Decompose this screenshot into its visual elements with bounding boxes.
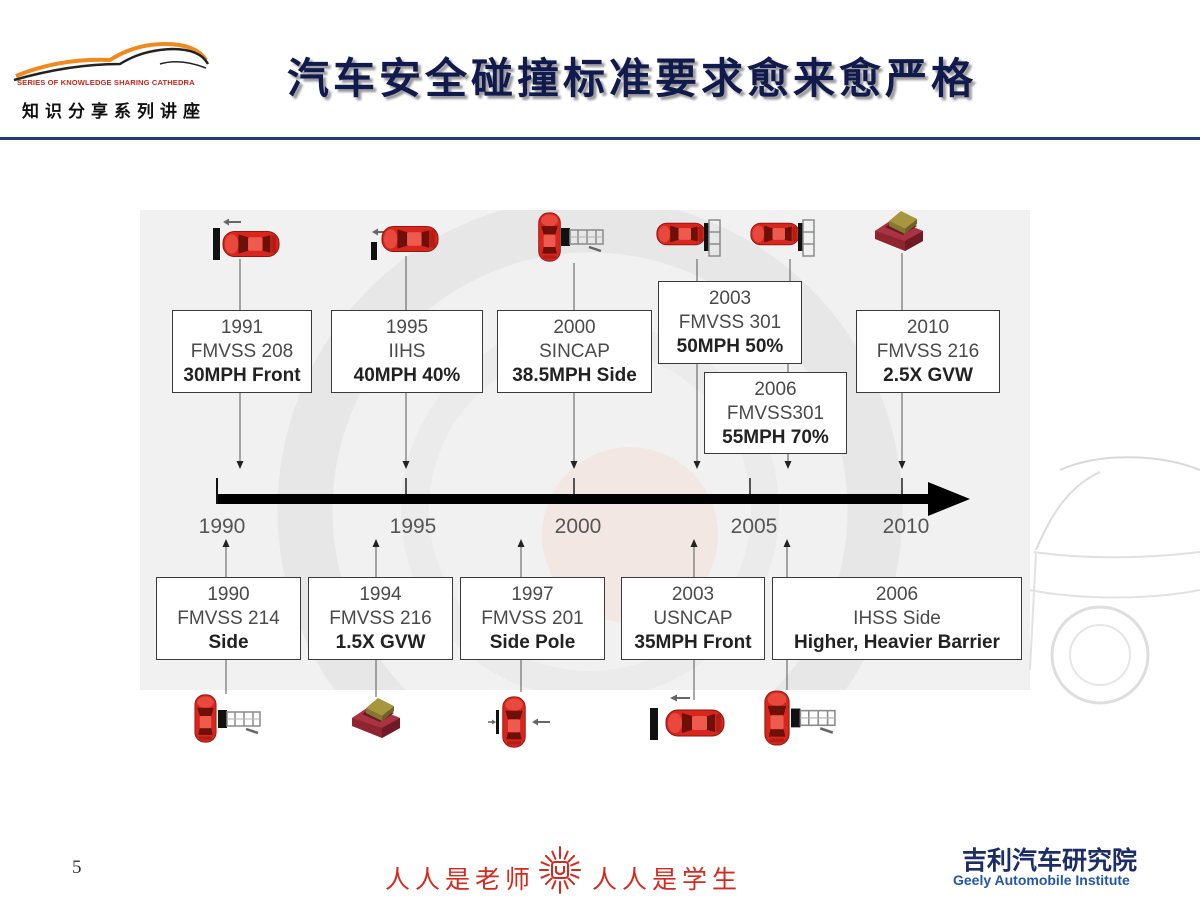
event-standard: FMVSS 201 xyxy=(481,608,584,629)
standard-box-1990-fmvss-214: 1990 FMVSS 214 Side xyxy=(156,577,301,660)
event-year: 2010 xyxy=(906,317,950,338)
event-standard: FMVSS 301 xyxy=(678,312,782,333)
event-year: 1997 xyxy=(511,584,554,605)
event-standard: IHSS Side xyxy=(853,608,941,629)
event-requirement: 55MPH 70% xyxy=(722,427,829,448)
event-year: 1994 xyxy=(359,584,402,605)
standard-box-2000-sincap: 2000 SINCAP 38.5MPH Side xyxy=(497,310,652,393)
event-requirement: 1.5X GVW xyxy=(335,632,426,653)
event-requirement: 30MPH Front xyxy=(183,365,301,386)
standard-box-1994-fmvss-216: 1994 FMVSS 216 1.5X GVW xyxy=(308,577,453,660)
event-requirement: 40MPH 40% xyxy=(353,365,461,386)
roof-crush-test-icon xyxy=(352,698,400,738)
arrowhead-1995 xyxy=(402,461,410,469)
rear-impact-crash-icon xyxy=(750,219,815,257)
event-standard: USNCAP xyxy=(653,608,733,629)
standard-box-2006-ihss-side: 2006 IHSS Side Higher, Heavier Barrier xyxy=(772,577,1022,660)
event-year: 2003 xyxy=(708,288,752,309)
event-year: 2000 xyxy=(553,317,596,338)
arrowhead-2010 xyxy=(898,461,906,469)
standard-box-1995-iihs: 1995 IIHS 40MPH 40% xyxy=(331,310,483,393)
rear-impact-crash-icon xyxy=(656,219,721,257)
event-standard: FMVSS 216 xyxy=(329,608,432,629)
side-impact-crash-icon xyxy=(538,212,605,262)
event-requirement: Side Pole xyxy=(489,632,576,653)
event-year: 1990 xyxy=(207,584,250,605)
event-year: 1991 xyxy=(220,317,264,338)
event-year: 2003 xyxy=(671,584,715,605)
timeline-axis-arrowhead xyxy=(928,482,970,516)
side-impact-crash-icon xyxy=(764,690,837,746)
radiant-lamp-emblem-icon xyxy=(539,846,581,894)
standard-box-1997-fmvss-201: 1997 FMVSS 201 Side Pole xyxy=(460,577,605,660)
organization-name-chinese: 吉利汽车研究院 xyxy=(962,846,1138,875)
event-standard: FMVSS 208 xyxy=(190,341,294,362)
motto-right: 人人是学生 xyxy=(592,865,743,894)
arrowhead-1994 xyxy=(372,539,380,547)
event-requirement: Higher, Heavier Barrier xyxy=(794,632,1000,653)
event-requirement: 50MPH 50% xyxy=(676,336,784,357)
frontal-barrier-crash-icon xyxy=(213,218,280,260)
standard-box-2010-fmvss-216: 2010 FMVSS 216 2.5X GVW xyxy=(856,310,1000,393)
event-requirement: 35MPH Front xyxy=(634,632,752,653)
event-requirement: Side xyxy=(208,632,249,653)
standard-box-2006-fmvss301: 2006 FMVSS301 55MPH 70% xyxy=(704,372,847,454)
background-car-outline xyxy=(1029,456,1200,705)
motto-left: 人人是老师 xyxy=(385,865,536,894)
arrowhead-1990 xyxy=(222,539,230,547)
event-year: 2006 xyxy=(754,379,797,400)
logo-tagline: SERIES OF KNOWLEDGE SHARING CATHEDRA xyxy=(17,78,195,87)
event-requirement: 2.5X GVW xyxy=(883,365,973,386)
event-requirement: 38.5MPH Side xyxy=(512,365,637,386)
arrowhead-2006 xyxy=(784,461,792,469)
event-standard: FMVSS301 xyxy=(726,403,825,424)
axis-year-label: 1995 xyxy=(389,515,437,538)
arrowhead-1991 xyxy=(236,461,244,469)
arrowhead-1997 xyxy=(517,539,525,547)
slide-title: 汽车安全碰撞标准要求愈来愈严格 xyxy=(286,54,977,103)
standard-box-2003-fmvss-301: 2003 FMVSS 301 50MPH 50% xyxy=(658,281,802,364)
logo-caption: 知识分享系列讲座 xyxy=(22,102,206,122)
standard-box-2003-usncap: 2003 USNCAP 35MPH Front xyxy=(621,577,765,660)
side-pole-impact-icon xyxy=(488,696,550,748)
arrowhead-2003 xyxy=(693,461,701,469)
event-year: 1995 xyxy=(385,317,429,338)
side-impact-crash-icon xyxy=(194,694,262,743)
timeline-axis-bar xyxy=(216,494,932,504)
standard-box-1991-fmvss-208: 1991 FMVSS 208 30MPH Front xyxy=(172,310,312,393)
event-year: 2006 xyxy=(875,584,919,605)
event-standard: IIHS xyxy=(388,341,426,362)
event-standard: FMVSS 214 xyxy=(177,608,280,629)
page-number: 5 xyxy=(72,857,82,878)
axis-year-label: 2005 xyxy=(730,515,778,538)
arrowhead-2006-below xyxy=(783,539,791,547)
arrowhead-2003-below xyxy=(690,539,698,547)
axis-year-label: 2000 xyxy=(554,515,602,538)
roof-crush-test-icon xyxy=(875,211,923,251)
arrowhead-2000 xyxy=(570,461,578,469)
offset-frontal-crash-icon xyxy=(371,225,439,260)
organization-name-english: Geely Automobile Institute xyxy=(953,872,1130,888)
axis-year-label: 2010 xyxy=(882,515,930,538)
frontal-barrier-crash-icon xyxy=(650,694,725,740)
car-silhouette-logo-icon xyxy=(13,41,210,82)
event-standard: FMVSS 216 xyxy=(876,341,980,362)
header-divider xyxy=(0,137,1200,140)
axis-year-label: 1990 xyxy=(198,515,246,538)
event-standard: SINCAP xyxy=(539,341,610,362)
